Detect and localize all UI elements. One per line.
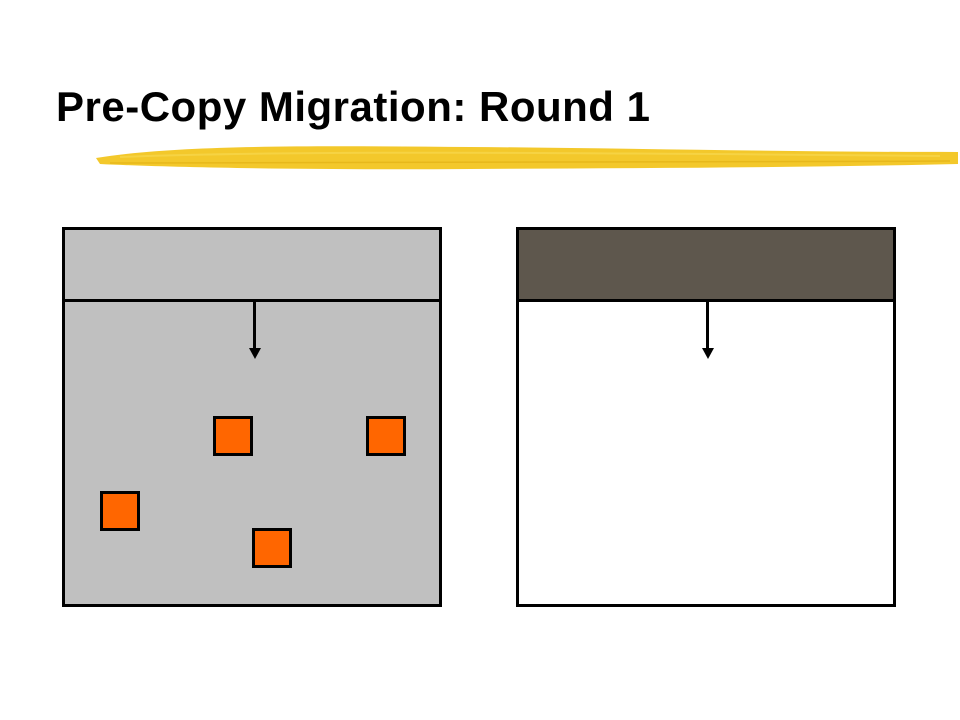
highlighter-stroke-texture xyxy=(119,151,941,158)
dirty-page xyxy=(213,416,253,456)
destination-host-memory xyxy=(516,227,896,607)
slide-title: Pre-Copy Migration: Round 1 xyxy=(56,83,651,130)
highlighter-stroke-edge xyxy=(109,160,951,164)
source-pointer-arrowhead xyxy=(248,348,261,359)
destination-host-header xyxy=(519,230,893,302)
source-host-memory xyxy=(62,227,442,607)
source-host-header xyxy=(65,230,439,302)
dirty-page xyxy=(366,416,406,456)
dirty-page xyxy=(252,528,292,568)
highlighter-stroke-main xyxy=(96,146,958,170)
destination-pointer-line xyxy=(706,302,709,348)
dirty-page xyxy=(100,491,140,531)
source-pointer-line xyxy=(253,302,256,348)
destination-pointer-arrowhead xyxy=(701,348,714,359)
